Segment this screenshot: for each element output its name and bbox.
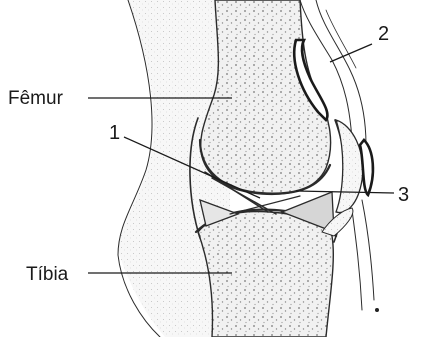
femur-label: Fêmur <box>8 88 64 109</box>
marker-3-label: 3 <box>398 184 409 206</box>
prepatellar-bursa <box>360 140 373 195</box>
tibia-bone <box>198 212 333 337</box>
speck <box>375 308 379 312</box>
marker-2-label: 2 <box>378 23 389 45</box>
marker-1-label: 1 <box>109 122 120 144</box>
patella <box>336 120 363 213</box>
tibia-label: Tíbia <box>26 264 69 285</box>
marker-2-leader-line <box>330 44 372 62</box>
